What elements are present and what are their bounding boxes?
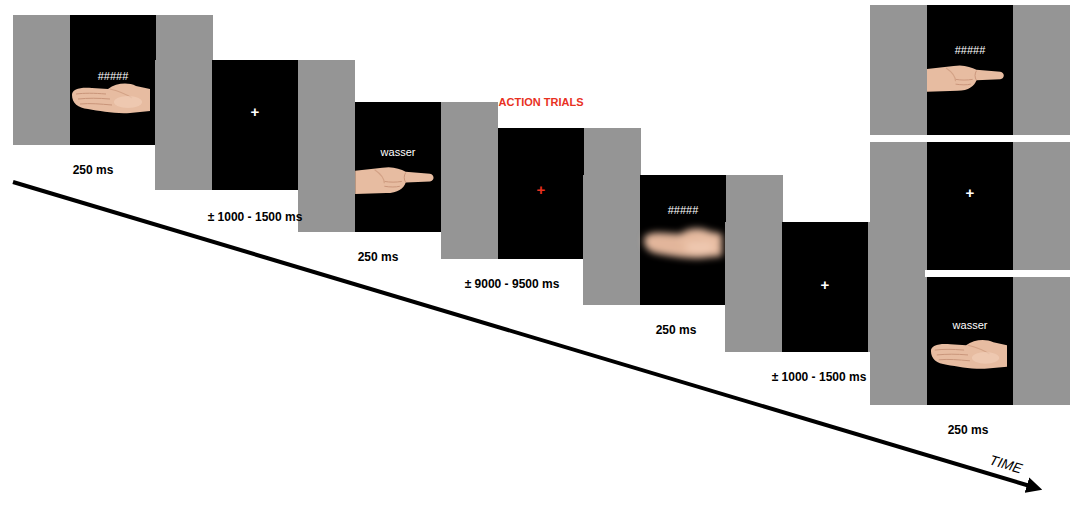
screen-panel [870,142,1070,270]
duration-label: ± 1000 - 1500 ms [208,210,303,224]
label-holder: ACTION TRIALS [499,92,584,110]
axis-label: TIME [988,451,1025,476]
screen-panel [870,277,1070,405]
hand-blurred [644,229,722,259]
hand-pointing [355,167,433,194]
stimulus-text: + [441,182,641,198]
stimulus-screen: wasser [870,277,1070,405]
screen-panel [870,5,1070,135]
stimulus-text: ##### [870,42,1070,58]
stimulus-screen: ##### [583,175,783,305]
label-holder: ± 1000 - 1500 ms [772,367,867,385]
stimulus-text: wasser [298,144,498,160]
label-holder: 250 ms [656,320,697,338]
time-arrow [13,182,1030,486]
duration-label: 250 ms [73,163,114,177]
duration-label: ± 9000 - 9500 ms [465,277,560,291]
label-holder: ± 1000 - 1500 ms [208,207,303,225]
label-holder: 250 ms [358,247,399,265]
stimulus-text: ##### [13,68,213,84]
stimulus-text: wasser [870,317,1070,333]
stimulus-screen: + [725,222,925,352]
stimulus-screen: + [155,60,355,190]
label-holder: 250 ms [73,160,114,178]
stimulus-screen: ##### [13,15,213,145]
label-holder: ± 9000 - 9500 ms [465,274,560,292]
hand-palm [931,340,1007,369]
duration-label: 250 ms [656,323,697,337]
stimulus-screen: ##### [870,5,1070,135]
duration-label: 250 ms [948,423,989,437]
condition-label: ACTION TRIALS [499,96,584,108]
stimulus-text: + [870,185,1070,201]
label-holder: 250 ms [948,420,989,438]
stimulus-text: ##### [583,202,783,218]
stimulus-text: + [155,104,355,120]
stimulus-text: + [725,277,925,293]
duration-label: 250 ms [358,250,399,264]
stimulus-screen: wasser [298,102,498,232]
hand-pointing [927,65,1004,91]
stimulus-screen: + [441,128,641,259]
stimulus-screen: + [870,142,1070,270]
duration-label: ± 1000 - 1500 ms [772,370,867,384]
hand-palm [72,84,150,114]
